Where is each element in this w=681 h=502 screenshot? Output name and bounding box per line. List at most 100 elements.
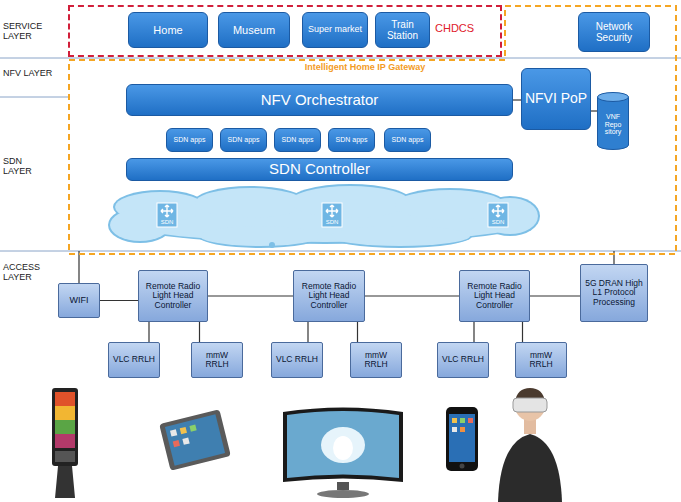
node-text: VLC RRLH [274, 355, 320, 364]
switch-face [157, 203, 177, 227]
node-text: SDN Controller [129, 161, 510, 178]
radio-head: mmW RRLH [350, 342, 402, 378]
cloud-part [290, 186, 410, 218]
switch-icon: SDN [157, 203, 177, 227]
service-box: Super market [302, 12, 368, 48]
layer-line [0, 251, 681, 252]
tv-base [317, 490, 369, 498]
cloud-fill [110, 186, 538, 246]
tv-illustration [283, 408, 403, 499]
phone-button [460, 464, 465, 469]
phone-body [446, 407, 478, 471]
repository-cylinder: VNF Repo sitory [597, 92, 629, 150]
arrow-cross [492, 205, 504, 217]
radio-head: VLC RRLH [437, 342, 489, 378]
cloud-part [195, 188, 305, 218]
tablet-app [170, 429, 177, 436]
phone-app [452, 418, 457, 423]
person-body [498, 434, 562, 502]
node-text: VLC RRLH [440, 355, 486, 364]
layer-line [0, 97, 68, 98]
dashed-outline [69, 6, 676, 254]
controller-unit: Remote Radio Light Head Controller [293, 270, 365, 322]
service-box: Network Security [578, 12, 650, 52]
link-line [365, 295, 459, 296]
node-text: VNF Repo sitory [598, 113, 628, 136]
cloud-part [330, 226, 470, 246]
node-text: Train Station [378, 19, 427, 41]
node-text: mmW RRLH [353, 351, 399, 370]
app-box: SDN apps [274, 128, 321, 152]
cloud-part [200, 226, 320, 246]
node-text: Super market [305, 25, 365, 35]
node-text: Intelligent Home IP Gateway [225, 63, 505, 73]
tablet-app [180, 427, 187, 434]
uplink-line [78, 251, 79, 283]
uplink-line [613, 251, 614, 264]
cylinder-body [598, 97, 629, 150]
radio-head: mmW RRLH [191, 342, 243, 378]
layer-label: SDN LAYER [3, 156, 53, 177]
tv-neck [337, 482, 349, 490]
node-text: WIFI [61, 296, 97, 306]
tv-splash [333, 436, 353, 460]
link-line [513, 99, 521, 100]
arrow-cross [326, 205, 338, 217]
layer-label: ACCESS LAYER [3, 262, 57, 283]
orchestrator-box: NFV Orchestrator [126, 84, 513, 116]
radio-head: mmW RRLH [515, 342, 567, 378]
radio-head: VLC RRLH [271, 342, 323, 378]
node-text: Remote Radio Light Head Controller [296, 282, 362, 310]
link-line [473, 322, 474, 342]
tablet-app [173, 440, 180, 447]
node-text: SDN apps [169, 136, 210, 144]
service-box: Train Station [375, 12, 430, 48]
node-text: Museum [221, 24, 287, 36]
app-box: SDN apps [220, 128, 267, 152]
controller-box: SDN Controller [126, 158, 513, 181]
layer-line [0, 58, 681, 59]
layer-label: SERVICE LAYER [3, 21, 53, 42]
node-text: Remote Radio Light Head Controller [462, 282, 527, 310]
node-text: SDN apps [387, 136, 428, 144]
node-text: CHDCS [435, 22, 474, 34]
link-line [100, 300, 138, 301]
service-box: Home [128, 12, 208, 48]
kiosk-screen [55, 434, 75, 448]
link-line [199, 322, 200, 342]
vr-person-illustration [498, 388, 562, 502]
controller-unit: Remote Radio Light Head Controller [138, 270, 208, 322]
kiosk-screen [55, 420, 75, 434]
access-box: WIFI [58, 283, 100, 318]
phone-app [460, 418, 465, 423]
node-text: SDN [488, 219, 508, 226]
node-text: NFV Orchestrator [129, 92, 510, 109]
tv-screen [287, 411, 399, 478]
kiosk-screen [55, 392, 75, 406]
link-line [530, 295, 580, 296]
switch-face [488, 203, 508, 227]
node-text: Home [131, 24, 205, 36]
switch-icon: SDN [322, 203, 342, 227]
link-line [208, 295, 293, 296]
radio-head: VLC RRLH [108, 342, 160, 378]
switch-face [322, 203, 342, 227]
link-line [522, 322, 523, 342]
cloud-part [482, 198, 538, 234]
node-text: 5G DRAN High L1 Protocol Processing [583, 279, 645, 307]
access-box: 5G DRAN High L1 Protocol Processing [580, 264, 648, 322]
phone-app [468, 418, 473, 423]
kiosk-stand [55, 466, 75, 498]
layer-lines [0, 58, 681, 251]
nfvi-box: NFVI PoP [521, 68, 591, 130]
arrow-cross [161, 205, 173, 217]
tablet-screen [165, 414, 225, 465]
switch-icon: SDN [488, 203, 508, 227]
kiosk-screen [55, 406, 75, 420]
gateway-region: Intelligent Home IP Gateway Network Secur… [68, 5, 677, 255]
switch-icons [157, 203, 508, 227]
node-text: SDN [322, 219, 342, 226]
region-box: CHDCS Home Museum Super market Train Station [68, 5, 502, 57]
tablet-body [159, 409, 231, 471]
